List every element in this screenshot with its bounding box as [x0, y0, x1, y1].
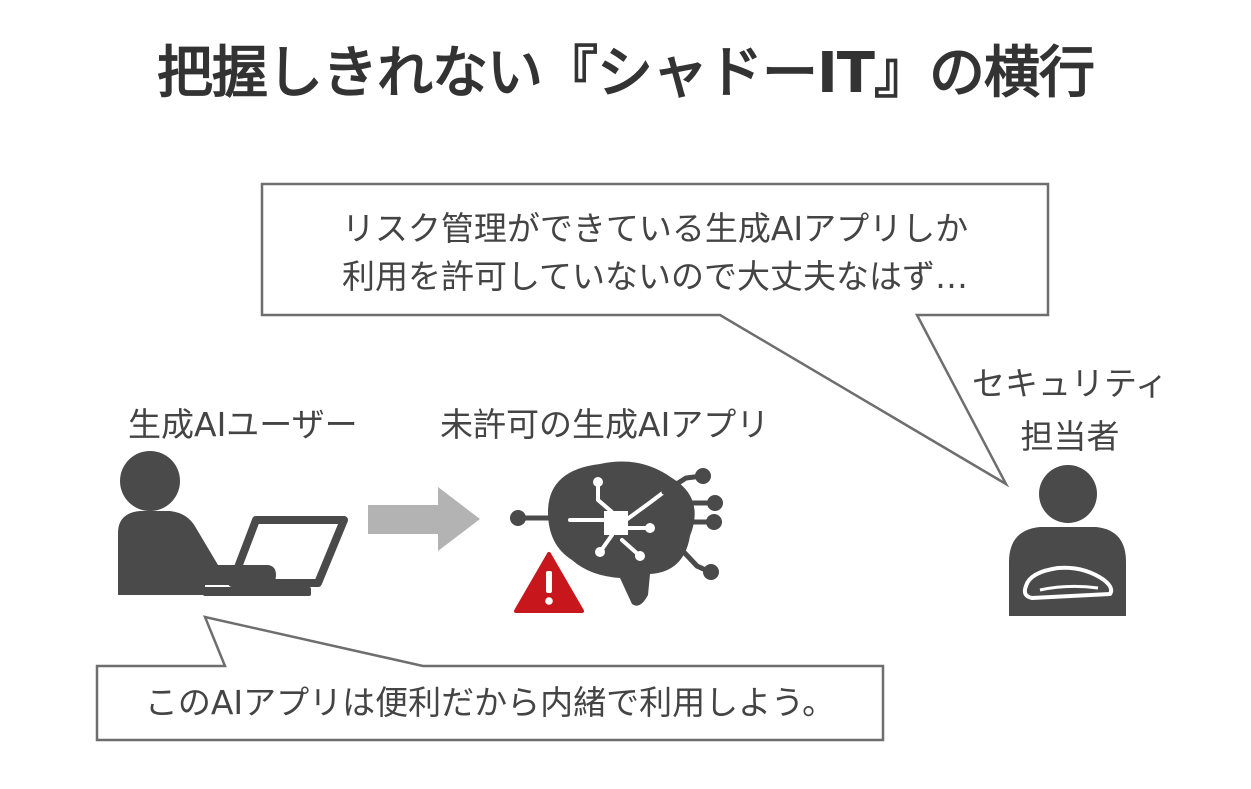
security-person-arms-crossed-icon: [1009, 465, 1126, 616]
user-label: 生成AIユーザー: [128, 405, 358, 444]
security-bubble-line-2: 利用を許可していないので大丈夫なはず…: [341, 257, 968, 296]
warning-icon: [514, 552, 584, 613]
arrow-right-icon: [368, 487, 480, 551]
security-speech-bubble: [260, 182, 1050, 488]
user-with-laptop-icon: [118, 451, 348, 596]
security-label-line-1: セキュリティ: [971, 364, 1169, 403]
security-label-line-2: 担当者: [1020, 417, 1120, 456]
security-bubble-line-1: リスク管理ができている生成AIアプリしか: [341, 209, 969, 248]
app-label: 未許可の生成AIアプリ: [440, 405, 770, 444]
ai-brain-icon: [510, 461, 723, 606]
page-title: 把握しきれない『シャドーIT』の横行: [156, 41, 1095, 106]
user-bubble-text: このAIアプリは便利だから内緒で利用しよう。: [144, 683, 836, 722]
user-speech-bubble: [95, 615, 885, 742]
